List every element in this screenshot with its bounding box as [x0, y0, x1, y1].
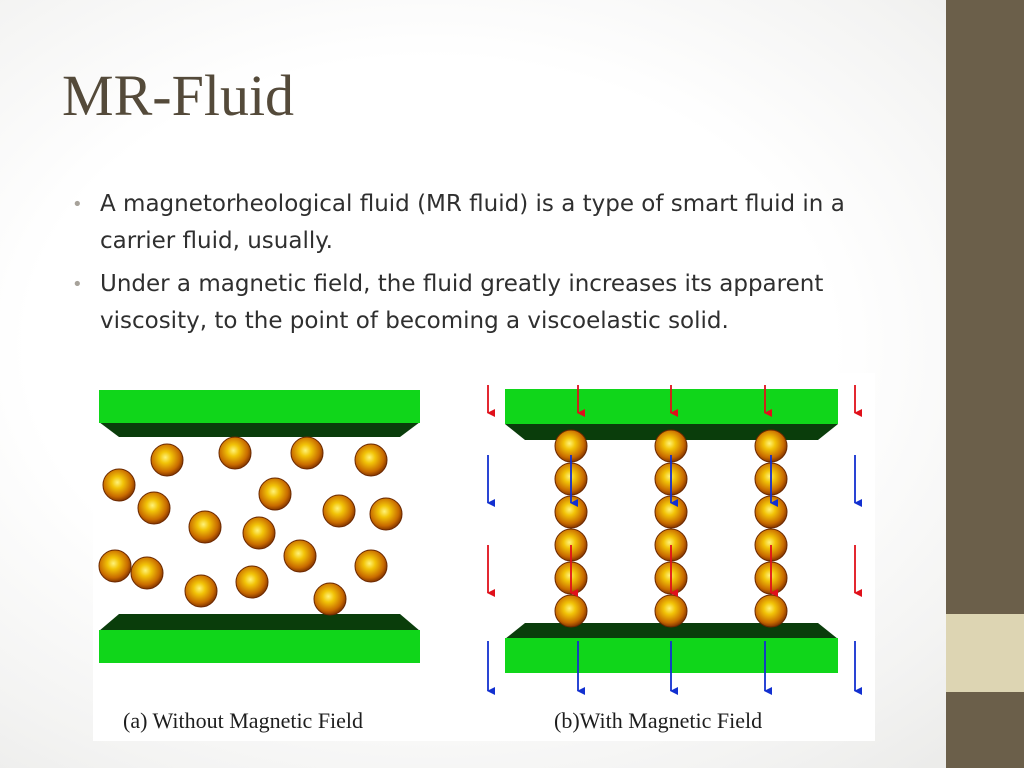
free-particle	[184, 574, 218, 608]
top-plate	[99, 390, 420, 423]
bottom-plate-shadow	[505, 623, 838, 639]
free-particle	[290, 436, 324, 470]
bottom-plate-shadow	[99, 614, 420, 631]
bullet-dot-icon: •	[72, 274, 83, 295]
caption-without-field: (a) Without Magnetic Field	[123, 708, 364, 733]
free-particle	[322, 494, 356, 528]
free-particle	[235, 565, 269, 599]
mr-fluid-diagram: (a) Without Magnetic Field (b)With Magne…	[93, 373, 875, 741]
free-particle	[150, 443, 184, 477]
bullet-list: • A magnetorheological fluid (MR fluid) …	[72, 186, 902, 346]
free-particle	[130, 556, 164, 590]
bullet-text: Under a magnetic field, the fluid greatl…	[100, 271, 824, 334]
side-decoration-accent	[946, 614, 1024, 692]
caption-with-field: (b)With Magnetic Field	[554, 708, 763, 733]
free-particle	[137, 491, 171, 525]
top-plate-shadow	[99, 422, 420, 437]
bullet-dot-icon: •	[72, 194, 83, 215]
free-particle	[354, 443, 388, 477]
magnetic-field-arrows	[487, 385, 862, 695]
free-particle	[354, 549, 388, 583]
particle-chains	[554, 429, 788, 628]
diagram-canvas	[98, 385, 862, 695]
free-particle	[102, 468, 136, 502]
free-particle	[218, 436, 252, 470]
bottom-plate	[99, 630, 420, 663]
free-particle	[98, 549, 132, 583]
chain-particle	[554, 594, 588, 628]
free-particles	[98, 436, 403, 616]
free-particle	[283, 539, 317, 573]
bullet-text: A magnetorheological fluid (MR fluid) is…	[100, 191, 845, 254]
bullet-item: • Under a magnetic field, the fluid grea…	[72, 266, 902, 340]
free-particle	[188, 510, 222, 544]
chain-particle	[754, 594, 788, 628]
panel-without-field	[98, 390, 420, 663]
free-particle	[313, 582, 347, 616]
panel-with-field	[487, 385, 862, 695]
chain-particle	[654, 594, 688, 628]
free-particle	[258, 477, 292, 511]
free-particle	[369, 497, 403, 531]
free-particle	[242, 516, 276, 550]
slide-title: MR-Fluid	[62, 63, 295, 128]
bullet-item: • A magnetorheological fluid (MR fluid) …	[72, 186, 902, 260]
